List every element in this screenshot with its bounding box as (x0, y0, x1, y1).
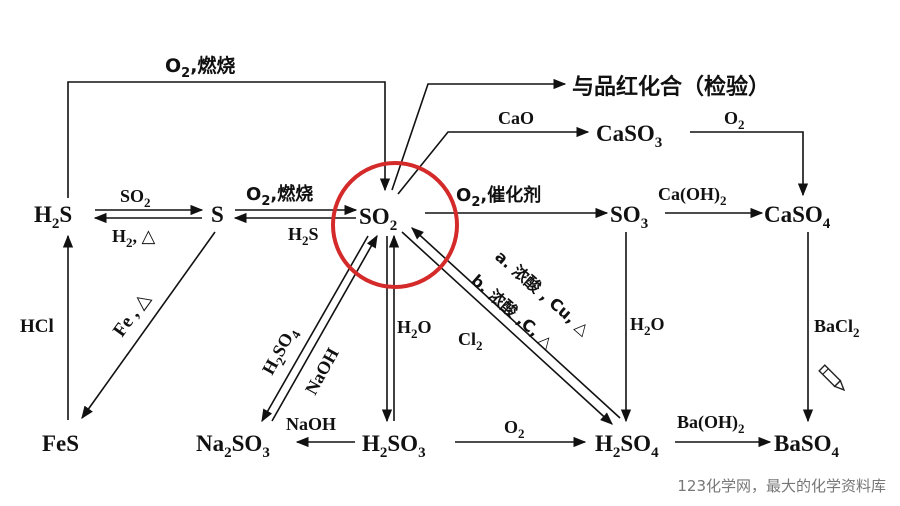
node-na2so3: Na2SO3 (196, 431, 270, 461)
node-caso3: CaSO3 (596, 121, 662, 151)
label-caso3-o2: O2 (724, 108, 745, 132)
label-so2-so3-catalyst: O2,催化剂 (456, 184, 541, 210)
node-pinhong: 与品红化合（检验） (572, 74, 770, 100)
label-h2so4-to-na2so3: H2SO4 (258, 323, 304, 380)
arrow-na2so3-to-so2 (271, 234, 378, 422)
node-baso4: BaSO4 (774, 431, 840, 461)
node-so3: SO3 (610, 202, 648, 232)
arrow-so2-to-h2so4 (401, 231, 613, 425)
arrow-s-to-fes (81, 231, 216, 420)
label-naoh-diagonal: NaOH (301, 344, 343, 397)
node-h2so3: H2SO3 (362, 431, 426, 461)
node-h2s: H2S (34, 202, 72, 232)
watermark-text: 123化学网，最大的化学资料库 (677, 477, 886, 495)
label-bacl2: BaCl2 (814, 316, 860, 340)
label-top-o2-burn: O2,燃烧 (165, 54, 235, 81)
label-h2o-right: H2O (630, 314, 665, 338)
arrow-caso3-to-caso4 (690, 131, 809, 197)
arrow-h2s-to-so2-top (67, 81, 391, 198)
label-hcl: HCl (20, 316, 54, 337)
arrow-so2-to-caso3 (397, 126, 590, 195)
node-fes: FeS (42, 431, 79, 456)
label-h2s-s-so2: SO2 (120, 186, 151, 210)
label-baoh2: Ba(OH)2 (677, 412, 745, 436)
label-cao: CaO (498, 108, 534, 128)
label-naoh-bottom: NaOH (286, 414, 336, 434)
label-s-so2-o2-burn: O2,燃烧 (246, 183, 313, 209)
label-s-h2s-h2-heat: H2, △ (112, 226, 156, 250)
node-s: S (211, 202, 224, 227)
pencil-cursor-icon (818, 364, 846, 392)
label-o2-bottom: O2 (504, 417, 525, 441)
label-so2-s-h2s: H2S (288, 224, 319, 248)
label-cl2: Cl2 (458, 329, 483, 353)
label-fe-heat: Fe , △ (109, 289, 155, 341)
label-h2o-mid: H2O (397, 317, 432, 341)
so2-highlight-circle (331, 161, 459, 289)
arrow-so2-to-pinhong (391, 78, 567, 191)
node-h2so4: H2SO4 (595, 431, 659, 461)
node-so2: SO2 (359, 204, 397, 234)
label-caoh2: Ca(OH)2 (658, 184, 727, 208)
node-caso4: CaSO4 (764, 202, 831, 232)
